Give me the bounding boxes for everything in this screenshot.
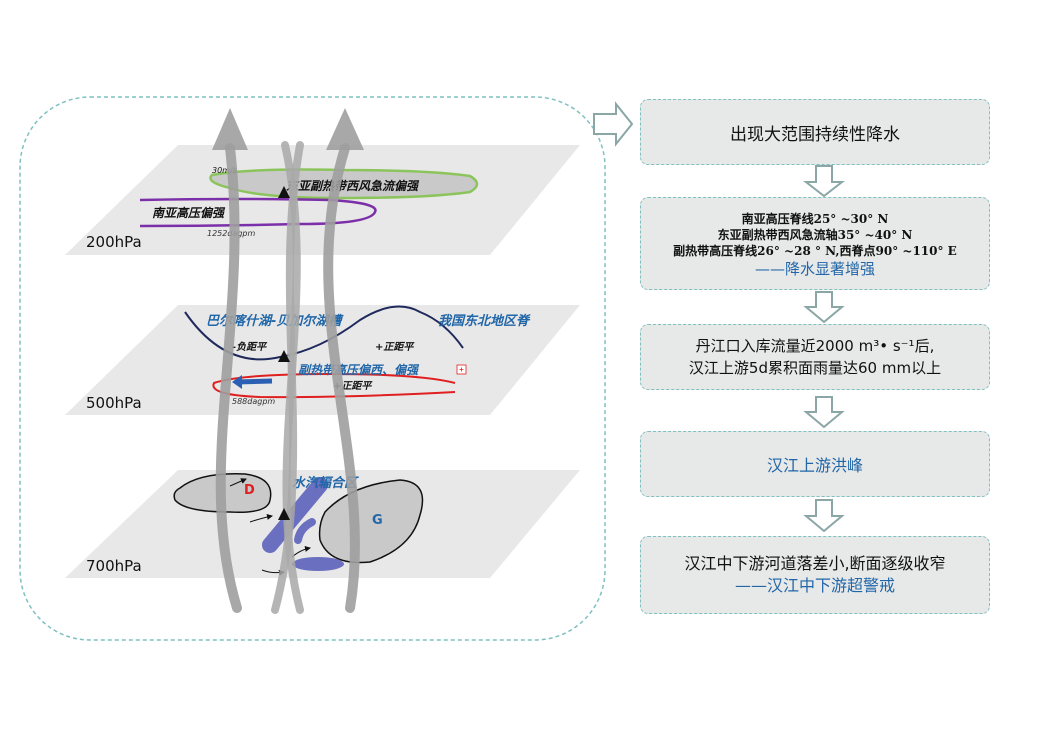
layer-label-500: 500hPa <box>86 394 142 412</box>
low-label: D <box>244 483 255 498</box>
flow-box-4-text: 汉江上游洪峰 <box>766 456 863 475</box>
westerly-jet-zone <box>209 168 479 200</box>
jet-label: 东亚副热带西风急流偏强 <box>286 179 420 193</box>
triangle-marker-700 <box>278 508 290 520</box>
high-label: G <box>372 513 383 528</box>
moisture-band-main <box>262 477 328 553</box>
left-panel-frame <box>19 96 606 641</box>
flow-box-flood-peak: 汉江上游洪峰 <box>640 431 990 497</box>
down-arrow-2 <box>803 291 845 324</box>
flow-box-2-highlight: ——降水显著增强 <box>754 259 875 278</box>
south-asia-high-label: 南亚高压偏强 <box>152 206 226 220</box>
layer-label-700: 700hPa <box>86 557 142 575</box>
westward-shift-arrowhead <box>232 375 242 389</box>
flow-box-precipitation: 出现大范围持续性降水 <box>640 99 990 165</box>
vertical-flow-center-2 <box>281 141 304 614</box>
vertical-flow-left <box>215 143 242 613</box>
moisture-convergence-label: 水汽辐合区 <box>292 475 359 491</box>
low-circulation-arrow <box>229 478 247 487</box>
vertical-flow-right-head <box>326 108 364 150</box>
flow-box-3-line-1: 丹江口入库流量近2000 m³• s⁻¹后, <box>695 337 935 355</box>
flow-box-1-text: 出现大范围持续性降水 <box>730 124 900 145</box>
trough-label: 巴尔喀什湖-贝加尔湖槽 <box>206 313 344 329</box>
anchor-handle-plus <box>459 367 464 372</box>
down-arrow-3 <box>803 396 845 429</box>
connector-arrow <box>593 101 634 147</box>
moisture-band-lower <box>292 557 344 571</box>
down-arrow-1 <box>803 165 845 198</box>
trough-ridge-line <box>184 305 464 361</box>
vertical-flow-left-head <box>212 108 248 150</box>
flow-box-5-line: 汉江中下游河道落差小,断面逐级收窄 <box>684 554 946 573</box>
vertical-flow-right <box>323 143 360 613</box>
subtropical-high-label: 副热带高压偏西、偏强 <box>298 363 420 377</box>
jet-speed-label: 30m/s <box>212 166 237 175</box>
positive-anomaly-label-1: +正距平 <box>375 341 415 353</box>
flow-box-3-line-2: 汉江上游5d累积面雨量达60 mm以上 <box>688 359 942 377</box>
flow-box-2-line-2: 东亚副热带西风急流轴35° ~40° N <box>717 227 913 242</box>
high-pressure-system <box>318 479 424 564</box>
negative-anomaly-label: -负距平 <box>232 341 268 353</box>
layer-label-200: 200hPa <box>86 233 142 251</box>
flow-box-5-highlight: ——汉江中下游超警戒 <box>734 576 895 595</box>
flow-arrow-1 <box>249 514 273 523</box>
flow-box-downstream: 汉江中下游河道落差小,断面逐级收窄 ——汉江中下游超警戒 <box>640 536 990 614</box>
ridge-label: 我国东北地区脊 <box>438 313 531 329</box>
flow-box-circulation: 南亚高压脊线25° ~30° N 东亚副热带西风急流轴35° ~40° N 副热… <box>640 197 990 290</box>
flow-box-inflow: 丹江口入库流量近2000 m³• s⁻¹后, 汉江上游5d累积面雨量达60 mm… <box>640 324 990 390</box>
moisture-band-hook <box>294 518 316 544</box>
flow-box-2-line-1: 南亚高压脊线25° ~30° N <box>741 211 889 226</box>
contour-588-label: 588dagpm <box>232 397 275 406</box>
flow-box-2-line-3: 副热带高压脊线26° ~28 ° N,西脊点90° ~110° E <box>673 243 957 258</box>
down-arrow-4 <box>803 499 845 533</box>
triangle-marker-500 <box>278 350 290 362</box>
triangle-marker-200 <box>278 186 290 198</box>
